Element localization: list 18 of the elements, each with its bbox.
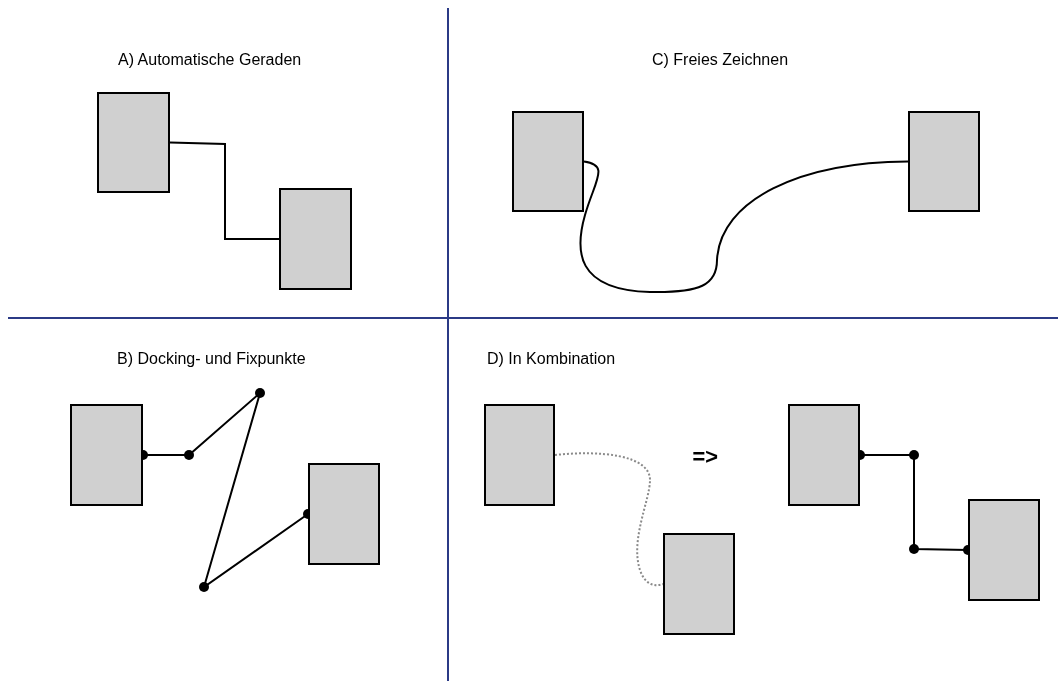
rectangle-shape	[663, 533, 735, 635]
rectangle-shape	[512, 111, 584, 212]
connector-line	[142, 388, 309, 592]
panel-title: B) Docking- und Fixpunkte	[117, 349, 306, 369]
panel-title: A) Automatische Geraden	[118, 50, 302, 70]
rectangle-shape	[968, 499, 1040, 601]
rectangle-shape	[908, 111, 980, 212]
rectangle-shape	[70, 404, 143, 506]
implies-sign: =>	[692, 443, 718, 471]
rectangle-shape	[279, 188, 352, 290]
connector-line	[859, 450, 969, 555]
rectangle-shape	[308, 463, 380, 565]
rectangle-shape	[484, 404, 555, 506]
connector-line	[169, 141, 280, 240]
rectangle-shape	[97, 92, 170, 193]
panel-title: D) In Kombination	[487, 349, 616, 369]
panel-title: C) Freies Zeichnen	[652, 50, 789, 70]
rectangle-shape	[788, 404, 860, 506]
